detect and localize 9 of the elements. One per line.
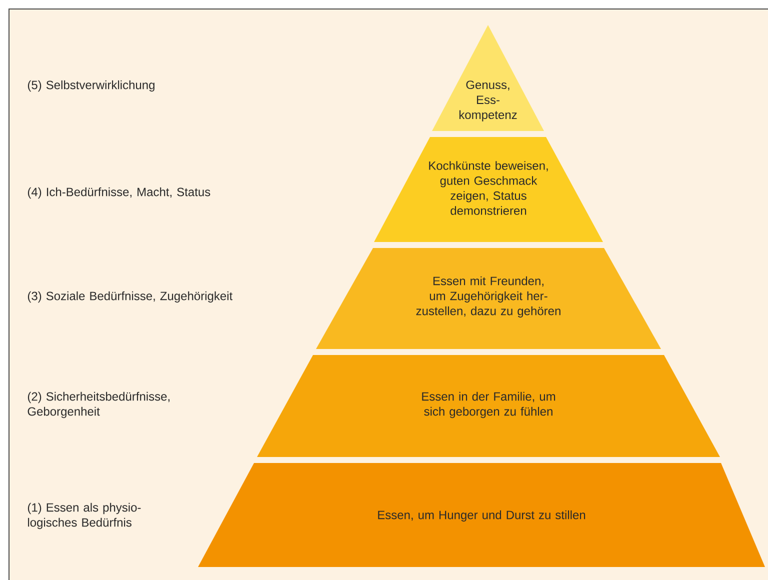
level-label: (2) Sicherheitsbedürfnisse, Geborgenheit xyxy=(28,392,170,418)
level-label: (5) Selbstverwirklichung xyxy=(28,80,154,92)
pyramid-level: Genuss, Ess- kompetenz xyxy=(432,25,544,131)
pyramid-level: Kochkünste beweisen, guten Geschmack zeigen, Status demonstrieren xyxy=(374,137,603,242)
level-label: (3) Soziale Bedürfnisse, Zugehörigkeit xyxy=(28,291,232,303)
pyramid-level: Essen in der Familie, um sich geborgen zu fühlen xyxy=(257,355,720,457)
pyramid-level: Essen mit Freunden, um Zugehörigkeit her- zustellen, dazu zu gehören xyxy=(316,248,661,349)
level-label: (4) Ich-Bedürfnisse, Macht, Status xyxy=(28,187,210,199)
level-label: (1) Essen als physio- logisches Bedürfnis xyxy=(28,502,141,530)
